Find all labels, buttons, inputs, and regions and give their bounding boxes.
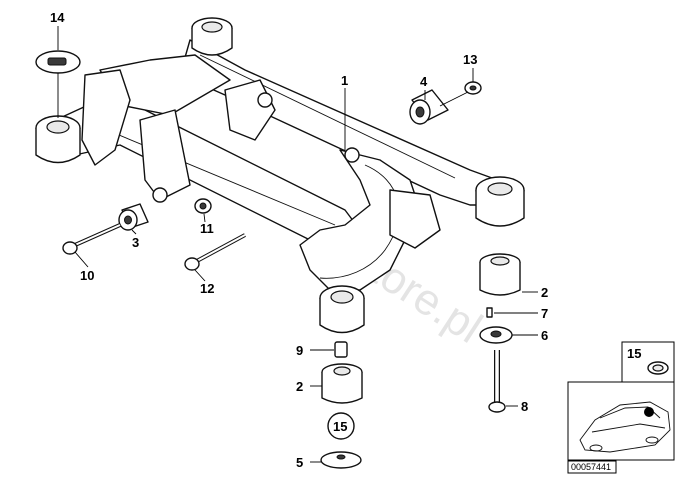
inset-callout-15: 15 bbox=[627, 346, 641, 361]
callout-12: 12 bbox=[200, 281, 214, 296]
pin-part-7 bbox=[486, 307, 493, 318]
nut-part-13 bbox=[464, 81, 482, 95]
diagram-id: 00057441 bbox=[571, 462, 611, 472]
leader-lines bbox=[57, 26, 538, 463]
callout-8: 8 bbox=[521, 399, 528, 414]
cap-part-5 bbox=[320, 451, 362, 469]
sleeve-part-9 bbox=[334, 341, 348, 358]
washer-part-6 bbox=[479, 326, 513, 344]
callout-15-marker: 15 bbox=[333, 419, 347, 434]
callout-11: 11 bbox=[200, 221, 214, 236]
inset-car-location bbox=[567, 381, 675, 461]
diagram-id-box: 00057441 bbox=[567, 460, 617, 474]
bush-part-2-lower bbox=[321, 363, 363, 404]
rubber-mount-part-3 bbox=[118, 203, 149, 231]
callout-9: 9 bbox=[296, 343, 303, 358]
bolt-part-8 bbox=[488, 350, 506, 413]
callout-2-lower: 2 bbox=[296, 379, 303, 394]
callout-3: 3 bbox=[132, 235, 139, 250]
callout-5: 5 bbox=[296, 455, 303, 470]
callout-7: 7 bbox=[541, 306, 548, 321]
part-15-reference-marker bbox=[327, 412, 355, 440]
nut-part-11 bbox=[194, 198, 212, 214]
callout-10: 10 bbox=[80, 268, 94, 283]
inset-part-15: 15 bbox=[621, 341, 675, 383]
rear-axle-carrier bbox=[35, 17, 525, 334]
callout-13: 13 bbox=[463, 52, 477, 67]
bush-part-2-upper bbox=[479, 253, 521, 296]
callout-2-upper: 2 bbox=[541, 285, 548, 300]
rubber-bush-part-4 bbox=[409, 89, 449, 125]
bolt-part-12 bbox=[184, 233, 246, 271]
washer-plate-part-14 bbox=[35, 50, 81, 74]
callout-14: 14 bbox=[50, 10, 65, 25]
callout-4: 4 bbox=[420, 74, 428, 89]
callout-1: 1 bbox=[341, 73, 348, 88]
location-marker-icon bbox=[644, 407, 654, 417]
bolt-part-10 bbox=[62, 223, 121, 255]
callout-6: 6 bbox=[541, 328, 548, 343]
callout-labels: 14 13 1 4 3 11 10 12 2 7 6 9 2 15 8 5 bbox=[50, 10, 548, 470]
